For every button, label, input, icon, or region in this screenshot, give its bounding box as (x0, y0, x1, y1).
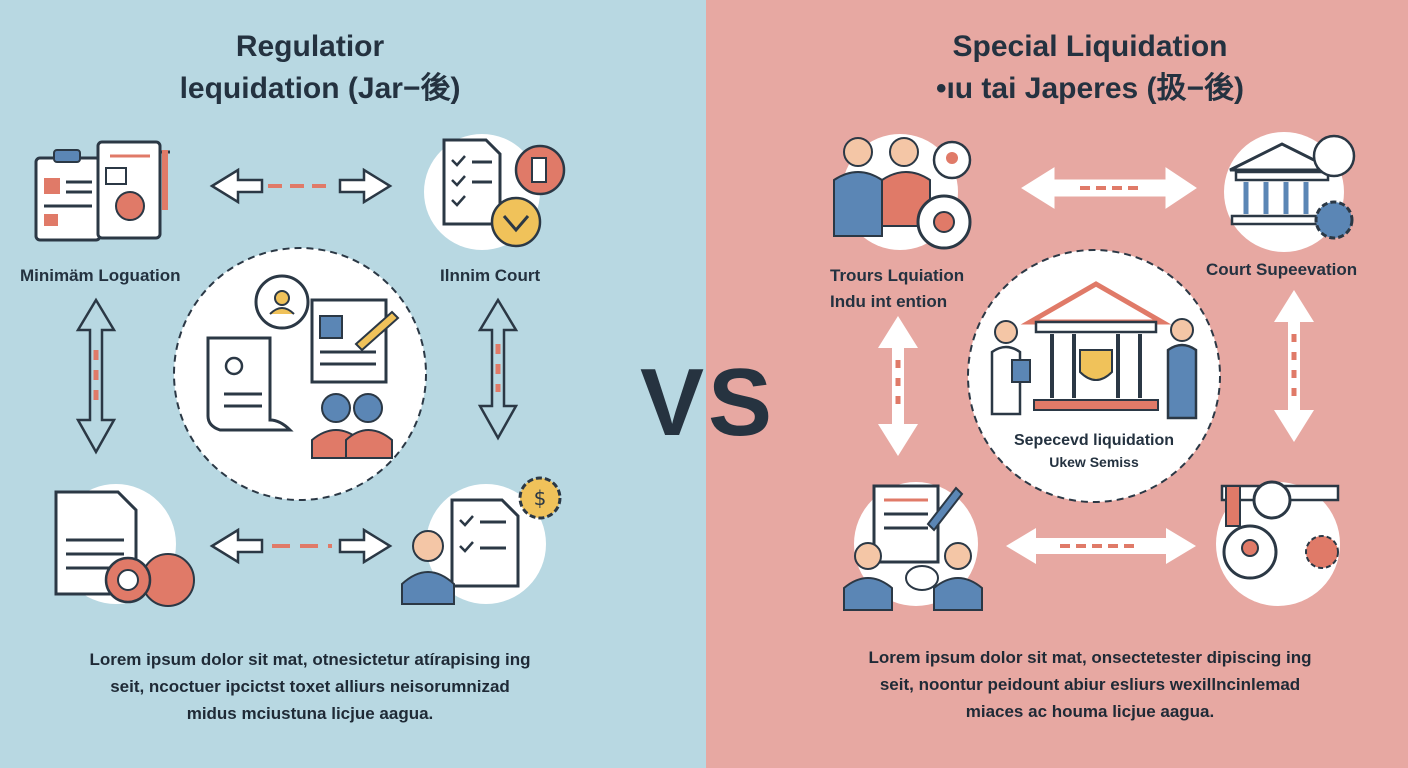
center-courthouse-group (967, 249, 1221, 503)
person-checklist-icon: $ (401, 476, 562, 605)
bidirectional-arrow-bottom-right (1006, 528, 1196, 564)
clipboard-documents-icon (34, 140, 170, 242)
right-lorem-line1: Lorem ipsum dolor sit mat, onsectetester… (868, 648, 1312, 667)
team-people-icon (833, 134, 972, 250)
bidirectional-arrow-left (75, 297, 117, 455)
vs-label: VS (640, 349, 777, 456)
left-lorem-line2: seit, ncoctuer ipcictst toxet alliurs ne… (110, 677, 510, 696)
left-label-top-right: Ilnnim Court (440, 266, 541, 285)
right-lorem-text: Lorem ipsum dolor sit mat, onsectetester… (820, 644, 1360, 725)
left-lorem-text: Lorem ipsum dolor sit mat, otnesictetur … (40, 646, 580, 727)
right-title-line2: •ıu tai Japeres (扱−後) (935, 72, 1245, 105)
bidirectional-arrow-right (477, 297, 519, 441)
left-lorem-line3: midus mciustuna licjue aagua. (186, 704, 434, 723)
left-title-line2: lequidation (Jar−後) (179, 72, 461, 105)
right-title-line1: Special Liquidation (952, 30, 1228, 63)
right-lorem-line2: seit, noontur peidount abiur esliurs wex… (879, 675, 1301, 694)
right-label-center-1: Sepecevd liquidation (1013, 432, 1175, 449)
left-lorem-line1: Lorem ipsum dolor sit mat, otnesictetur … (89, 650, 531, 669)
right-label-top-left-2: Indu int ention (830, 292, 948, 311)
right-label-top-left-1: Trours Lquiation (830, 266, 965, 285)
bidirectional-arrow-right-vertical-right (1274, 290, 1314, 442)
left-title-line1: Regulatior (235, 30, 385, 63)
central-documents-group (173, 247, 427, 501)
right-label-center-2: Ukew Semiss (1049, 454, 1139, 470)
svg-text:$: $ (534, 486, 547, 510)
seal-award-icon (1216, 480, 1340, 606)
right-label-top-right: Court Supeevation (1206, 260, 1358, 279)
bidirectional-arrow-right-vertical-left (878, 316, 918, 456)
courthouse-icon (1224, 132, 1356, 252)
bidirectional-arrow-top-right (1021, 167, 1197, 209)
people-checklist-icon (843, 482, 983, 611)
right-lorem-line3: miaces ac houma licjue aagua. (965, 702, 1215, 721)
bidirectional-arrow-top (209, 167, 393, 205)
checklist-icon (424, 134, 566, 250)
left-label-top-left: Minimäm Loguation (20, 266, 181, 285)
bidirectional-arrow-bottom (209, 527, 393, 565)
document-seal-icon (54, 484, 195, 607)
